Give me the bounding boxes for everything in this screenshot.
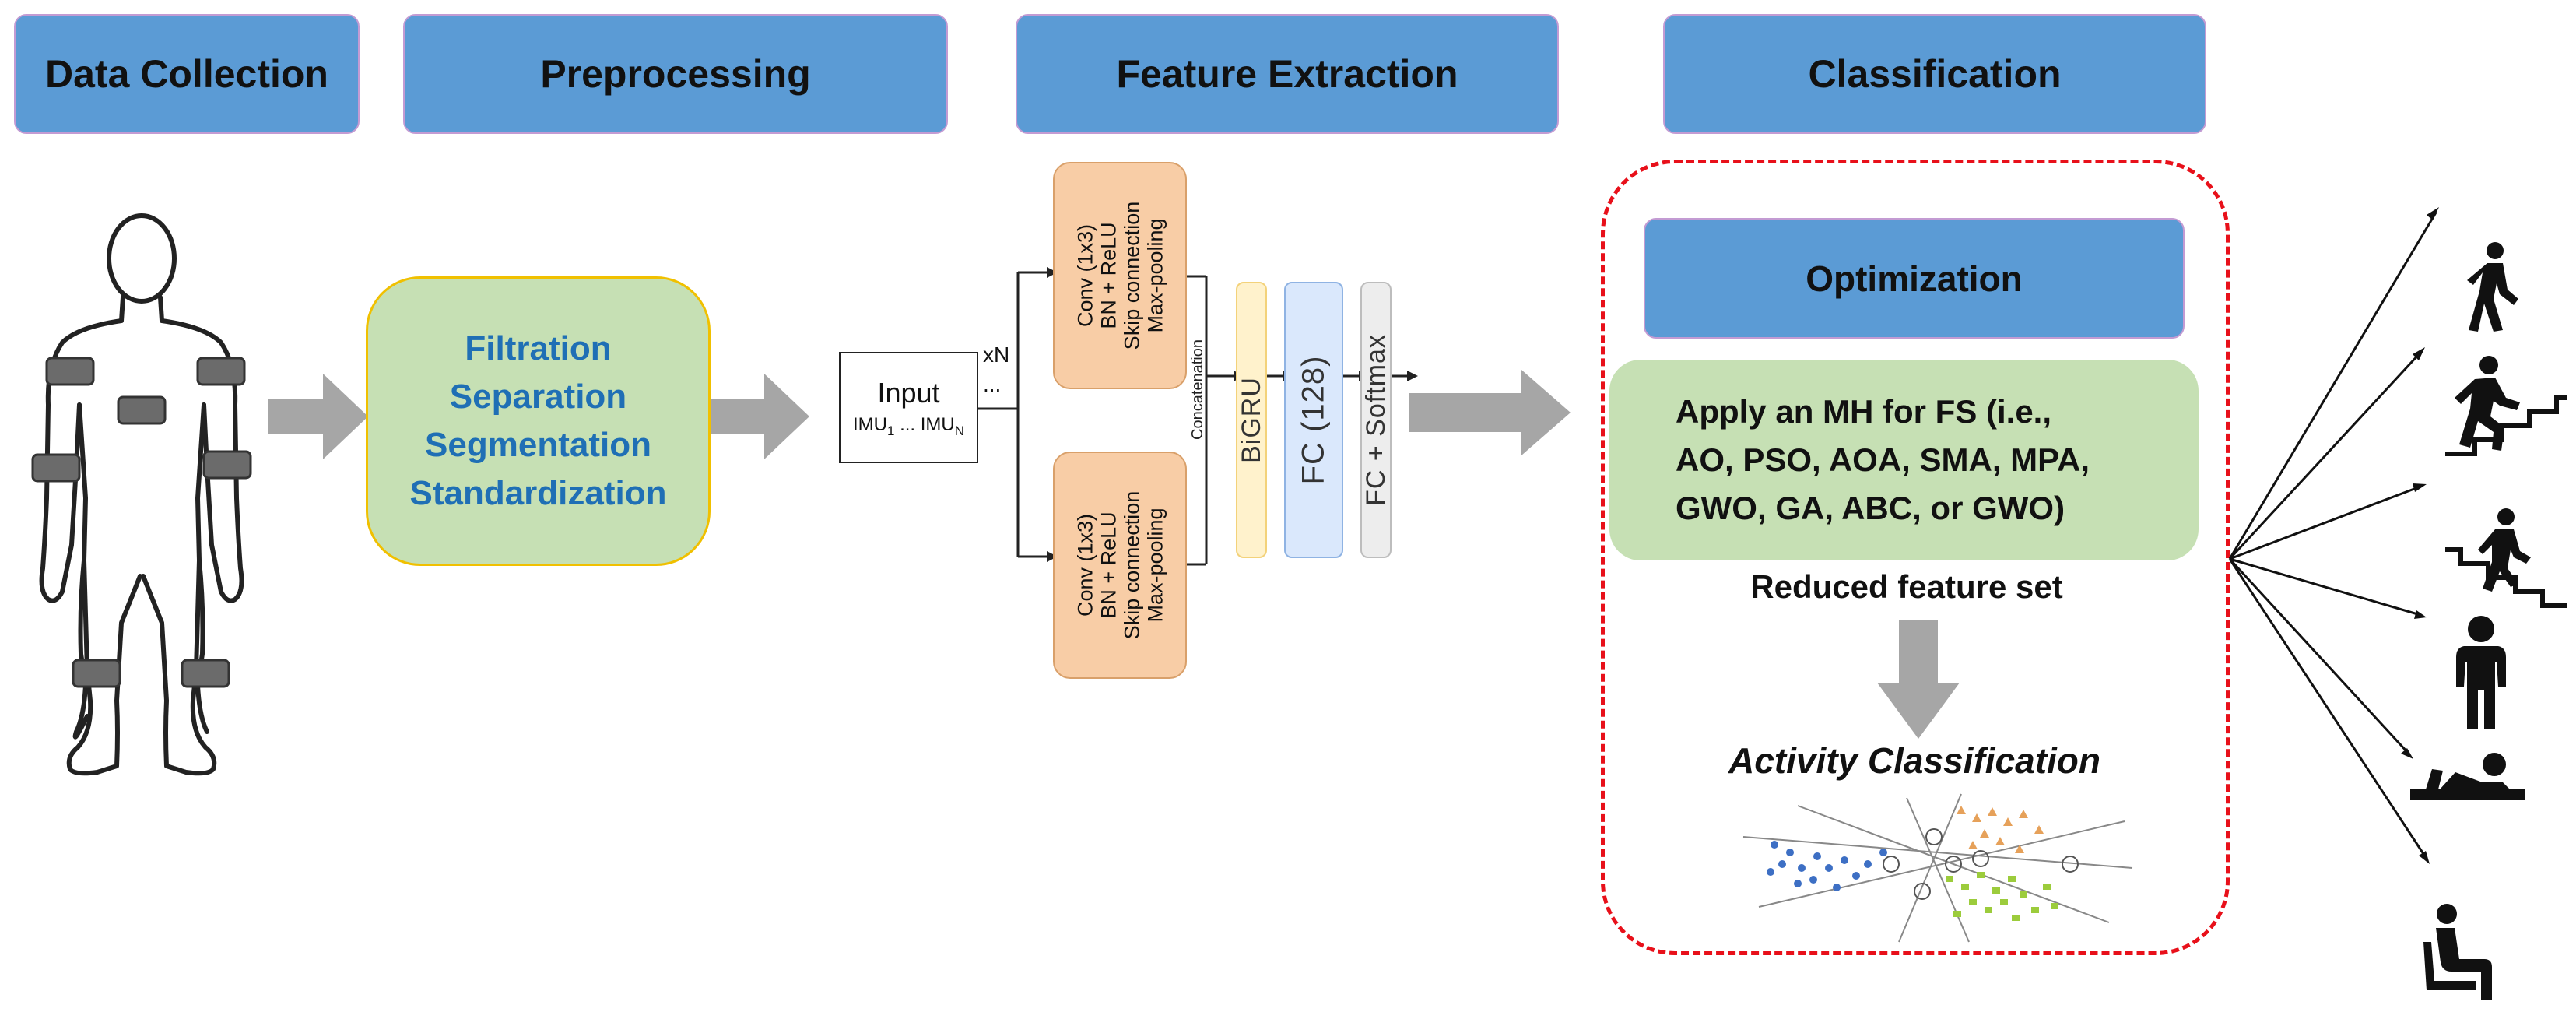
activity-classification-label: Activity Classification <box>1728 740 2101 781</box>
arrow-icon <box>710 374 809 459</box>
walking-icon <box>2467 242 2518 332</box>
input-label: Input <box>877 376 940 409</box>
ellipsis-label: ... <box>983 372 1002 396</box>
stage-header-preprocessing: Preprocessing <box>403 14 948 134</box>
input-block: Input IMU1 ... IMUN <box>839 352 978 463</box>
stage-header-feature-extraction: Feature Extraction <box>1016 14 1559 134</box>
standing-icon <box>2456 616 2506 729</box>
step-standardization: Standardization <box>409 474 667 512</box>
down-arrow-icon <box>1877 620 1960 739</box>
mh-line-2: AO, PSO, AOA, SMA, MPA, <box>1676 441 2090 478</box>
stage-label: Classification <box>1808 52 2062 96</box>
step-separation: Separation <box>449 378 627 416</box>
stage-label: Data Collection <box>45 52 328 96</box>
downstairs-icon <box>2445 508 2567 608</box>
optimization-label: Optimization <box>1806 258 2023 299</box>
reduced-feature-set-label: Reduced feature set <box>1750 568 2063 605</box>
step-segmentation: Segmentation <box>425 426 651 464</box>
step-filtration: Filtration <box>465 329 612 367</box>
input-range: IMU1 ... IMUN <box>852 413 965 438</box>
sitting-icon <box>2423 904 2492 1000</box>
mh-line-3: GWO, GA, ABC, or GWO) <box>1676 490 2065 526</box>
stage-label: Feature Extraction <box>1116 52 1458 96</box>
preprocessing-steps-box: Filtration Separation Segmentation Stand… <box>366 276 711 566</box>
stage-header-classification: Classification <box>1663 14 2206 134</box>
mh-line-1: Apply an MH for FS (i.e., <box>1676 393 2052 430</box>
arrow-icon <box>1409 370 1571 455</box>
upstairs-icon <box>2445 356 2567 456</box>
conv-block-bottom: Conv (1x3) BN + ReLU Skip connection Max… <box>1053 452 1187 679</box>
bigru-block: BiGRU <box>1236 282 1267 558</box>
stage-label: Preprocessing <box>540 52 811 96</box>
scatter-classification-icon <box>1742 793 2133 943</box>
fc-block: FC (128) <box>1284 282 1343 558</box>
arrow-icon <box>268 374 368 459</box>
repeat-label: xN <box>983 343 1010 367</box>
lying-icon <box>2410 753 2525 800</box>
softmax-block: FC + Softmax <box>1360 282 1392 558</box>
imu-sensor-icons <box>31 357 252 688</box>
metaheuristic-box: Apply an MH for FS (i.e., AO, PSO, AOA, … <box>1609 360 2199 560</box>
optimization-header: Optimization <box>1644 218 2185 339</box>
classification-region <box>1601 160 2230 955</box>
conv-block-top: Conv (1x3) BN + ReLU Skip connection Max… <box>1053 162 1187 389</box>
stage-header-data-collection: Data Collection <box>14 14 360 134</box>
